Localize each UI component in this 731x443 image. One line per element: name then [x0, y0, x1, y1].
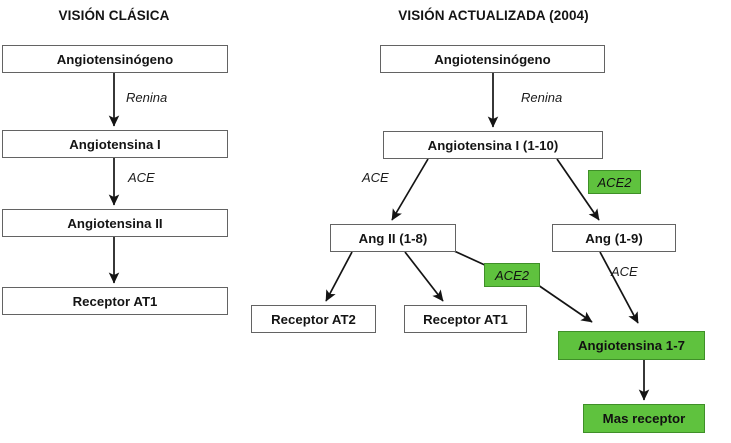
- arrow-ang2-1-8-to-at2: [325, 251, 353, 302]
- enzyme-label-renina-classic: Renina: [126, 90, 168, 105]
- node-mas-receptor[interactable]: Mas receptor: [583, 404, 705, 433]
- panel-title-updated: VISIÓN ACTUALIZADA (2004): [398, 8, 589, 23]
- arrow-ang2-1-8-to-at1: [404, 251, 444, 302]
- enzyme-label-ace-classic: ACE: [128, 170, 155, 185]
- node-angiotensina-ii-classic[interactable]: Angiotensina II: [2, 209, 228, 237]
- arrow-ace2-to-ang-1-7: [537, 284, 593, 323]
- node-receptor-at1-classic[interactable]: Receptor AT1: [2, 287, 228, 315]
- enzyme-label-renina-updated: Renina: [521, 90, 563, 105]
- node-receptor-at2-updated[interactable]: Receptor AT2: [251, 305, 376, 333]
- node-receptor-at1-updated[interactable]: Receptor AT1: [404, 305, 527, 333]
- node-ang-ii-1-8[interactable]: Ang II (1-8): [330, 224, 456, 252]
- arrow-ang1-10-to-ang2-1-8: [391, 158, 429, 221]
- node-ang-1-9[interactable]: Ang (1-9): [552, 224, 676, 252]
- node-angiotensinogeno-updated[interactable]: Angiotensinógeno: [380, 45, 605, 73]
- node-angiotensina-i-classic[interactable]: Angiotensina I: [2, 130, 228, 158]
- connector-ang2-1-8-to-ace2: [451, 249, 488, 267]
- panel-title-classic: VISIÓN CLÁSICA: [58, 8, 170, 23]
- enzyme-label-ace-left-updated: ACE: [362, 170, 389, 185]
- enzyme-box-ace2-top[interactable]: ACE2: [588, 170, 641, 194]
- enzyme-label-ace-right-updated: ACE: [611, 264, 638, 279]
- node-angiotensina-i-1-10[interactable]: Angiotensina I (1-10): [383, 131, 603, 159]
- node-angiotensina-1-7[interactable]: Angiotensina 1-7: [558, 331, 705, 360]
- node-angiotensinogeno-classic[interactable]: Angiotensinógeno: [2, 45, 228, 73]
- enzyme-box-ace2-mid[interactable]: ACE2: [484, 263, 540, 287]
- arrow-ang-1-9-to-ang-1-7: [599, 251, 639, 324]
